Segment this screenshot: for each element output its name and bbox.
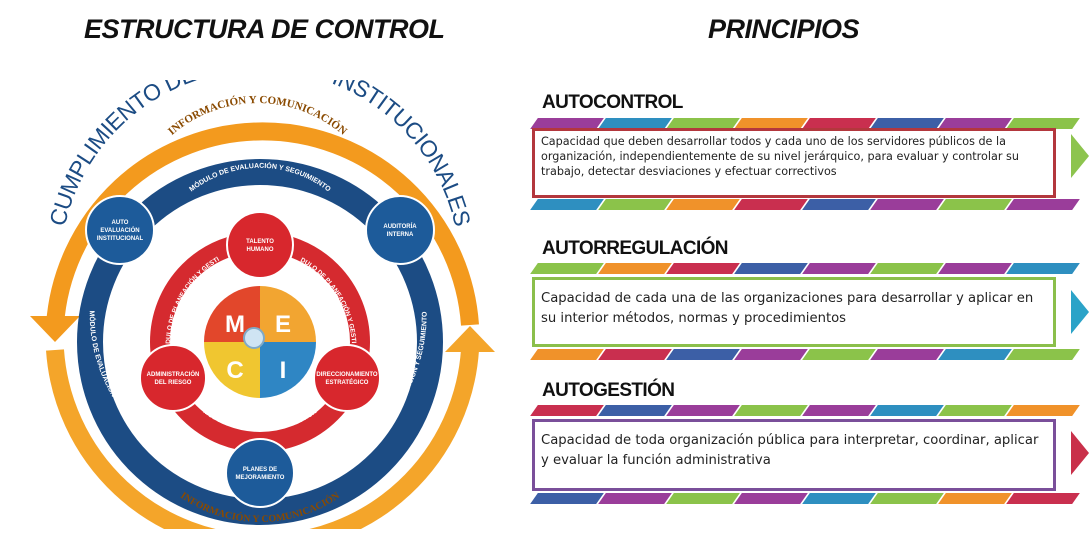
principle-block-autogestion: Capacidad de toda organización pública p… [520,405,1089,505]
stripe-band [528,349,1080,360]
stripe-segment [734,263,808,274]
stripe-segment [802,349,876,360]
principle-text-autorregulacion: Capacidad de cada una de las organizacio… [532,277,1056,347]
stripe-segment [666,199,740,210]
stripe-segment [666,263,740,274]
stripe-segment [870,493,944,504]
info-ring-top [46,122,479,326]
stripe-segment [530,263,604,274]
structure-heading: ESTRUCTURA DE CONTROL [84,14,445,44]
stripe-segment [1006,405,1080,416]
stripe-segment [666,349,740,360]
stripe-segment [1006,199,1080,210]
stripe-segment [530,349,604,360]
principle-title-autogestion: AUTOGESTIÓN [542,380,675,401]
meci-center [204,286,316,398]
stripe-segment [1006,263,1080,274]
stripe-band [528,199,1080,210]
principle-block-autorregulacion: Capacidad de cada una de las organizacio… [520,263,1089,361]
stripe-segment [598,263,672,274]
stripe-segment [802,263,876,274]
stripe-segment [802,405,876,416]
human-talent-node [226,211,294,279]
strategic-direction-node [313,344,381,412]
stripe-segment [598,349,672,360]
risk-admin-node [139,344,207,412]
meci-letter: E [275,311,291,338]
principles-heading: PRINCIPIOS [708,14,860,44]
left-arrow-icon [30,316,80,342]
stripe-segment [1006,493,1080,504]
stripe-segment [802,493,876,504]
stripe-segment [870,199,944,210]
meci-letters: M E C I [225,311,291,384]
stripe-segment [870,263,944,274]
stripe-band [528,263,1080,274]
stripe-band [528,493,1080,504]
stripe-segment [870,405,944,416]
improvement-plans-node [225,438,295,508]
stripe-segment [530,405,604,416]
stripe-segment [598,493,672,504]
stripe-segment [802,199,876,210]
stripe-segment [870,349,944,360]
stripe-segment [734,493,808,504]
stripe-segment [598,199,672,210]
stripe-segment [938,199,1012,210]
stripe-segment [734,349,808,360]
internal-audit-node [365,195,435,265]
stripe-segment [598,405,672,416]
principle-text-autogestion: Capacidad de toda organización pública p… [532,419,1056,491]
stripe-segment [938,493,1012,504]
principle-text-autocontrol: Capacidad que deben desarrollar todos y … [532,128,1056,198]
stripe-segment [734,405,808,416]
arrowhead-icon [1071,290,1089,334]
right-arrow-icon [445,326,495,352]
stripe-segment [1006,349,1080,360]
arrowhead-icon [1071,431,1089,475]
principle-title-autorregulacion: AUTORREGULACIÓN [542,238,729,259]
evaluation-ring [77,159,443,525]
principle-block-autocontrol: Capacidad que deben desarrollar todos y … [520,118,1089,210]
stripe-segment [938,349,1012,360]
stripe-segment [530,199,604,210]
meci-letter: I [280,357,287,384]
stripe-band [528,405,1080,416]
stripe-segment [734,199,808,210]
stripe-segment [938,405,1012,416]
stripe-segment [530,493,604,504]
meci-letter: M [225,311,245,338]
arrowhead-icon [1071,134,1089,178]
auto-evaluation-node [85,195,155,265]
stripe-segment [666,493,740,504]
stripe-segment [666,405,740,416]
info-ring-bottom [46,349,479,533]
stripe-segment [938,263,1012,274]
principle-title-autocontrol: AUTOCONTROL [542,92,683,113]
meci-letter: C [226,357,243,384]
